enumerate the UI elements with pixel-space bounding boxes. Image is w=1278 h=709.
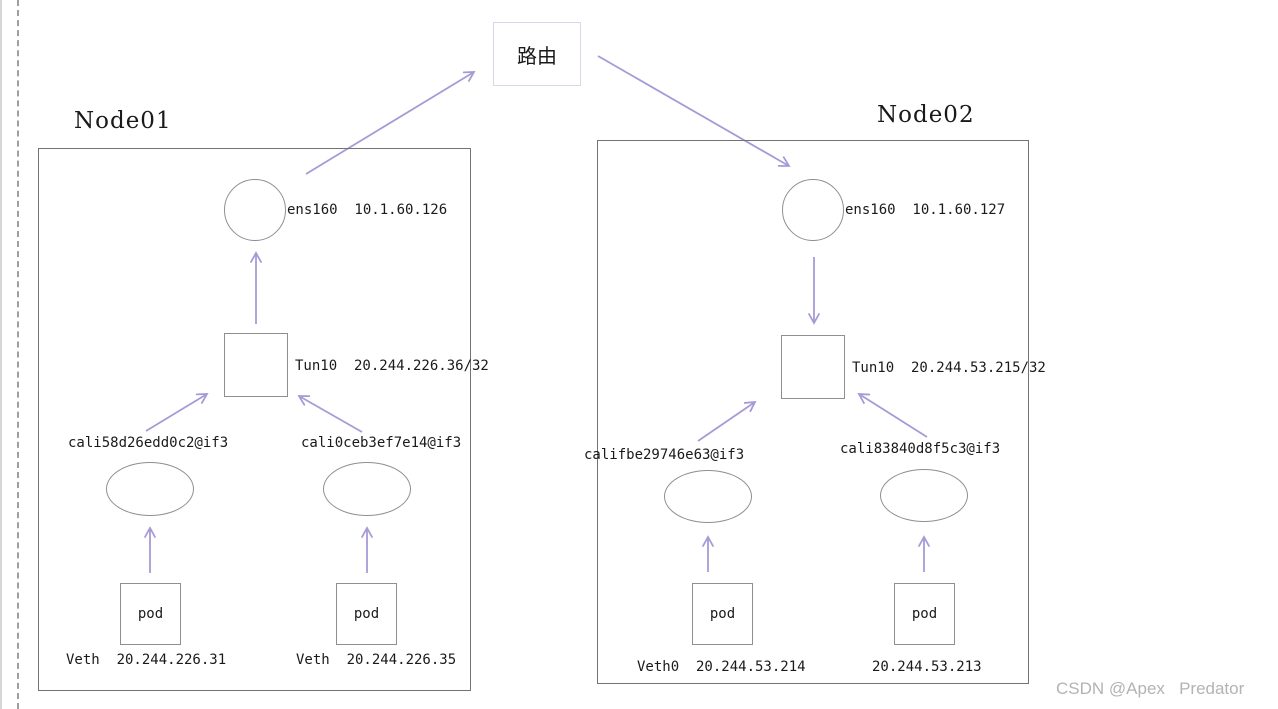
router-label: 路由 bbox=[517, 43, 557, 68]
node01-eth-label: ens160 10.1.60.126 bbox=[287, 202, 448, 218]
node02-eth-circle bbox=[782, 179, 844, 241]
node01-tunnel-label: Tun10 20.244.226.36/32 bbox=[295, 358, 489, 374]
node01-cali-right-ellipse bbox=[323, 462, 411, 516]
csdn-watermark: CSDN @Apex Predator bbox=[1056, 679, 1245, 698]
node02-pod-left-label: pod bbox=[709, 606, 736, 622]
router-box: 路由 bbox=[493, 22, 581, 86]
node02-cali-left-label: califbe29746e63@if3 bbox=[584, 447, 745, 463]
node02-pod-left: pod bbox=[692, 583, 753, 645]
node02-tunnel-label: Tun10 20.244.53.215/32 bbox=[852, 360, 1046, 376]
node01-tunnel-square bbox=[224, 333, 288, 397]
node01-pod-right: pod bbox=[336, 583, 397, 645]
node02-pod-right: pod bbox=[894, 583, 955, 645]
margin-dashed-line bbox=[17, 0, 19, 709]
page-edge-line bbox=[0, 0, 2, 709]
node02-pod-right-label: pod bbox=[911, 606, 938, 622]
node01-veth-left-label: Veth 20.244.226.31 bbox=[66, 652, 227, 668]
node02-title: Node02 bbox=[877, 102, 975, 128]
node02-cali-right-label: cali83840d8f5c3@if3 bbox=[840, 441, 1001, 457]
node02-veth-right-label: 20.244.53.213 bbox=[872, 659, 982, 675]
node01-title: Node01 bbox=[74, 108, 172, 134]
node02-tunnel-square bbox=[781, 335, 845, 399]
node01-pod-left-label: pod bbox=[137, 606, 164, 622]
node01-eth-circle bbox=[224, 179, 286, 241]
node01-veth-right-label: Veth 20.244.226.35 bbox=[296, 652, 457, 668]
node02-cali-left-ellipse bbox=[664, 470, 752, 523]
node01-box bbox=[38, 148, 471, 691]
node01-cali-left-ellipse bbox=[106, 462, 194, 516]
node02-box bbox=[597, 140, 1029, 684]
node02-cali-right-ellipse bbox=[880, 469, 968, 522]
node01-pod-right-label: pod bbox=[353, 606, 380, 622]
node01-cali-left-label: cali58d26edd0c2@if3 bbox=[68, 435, 229, 451]
node02-veth-left-label: Veth0 20.244.53.214 bbox=[637, 659, 806, 675]
node01-pod-left: pod bbox=[120, 583, 181, 645]
node02-eth-label: ens160 10.1.60.127 bbox=[845, 202, 1006, 218]
node01-cali-right-label: cali0ceb3ef7e14@if3 bbox=[301, 435, 462, 451]
